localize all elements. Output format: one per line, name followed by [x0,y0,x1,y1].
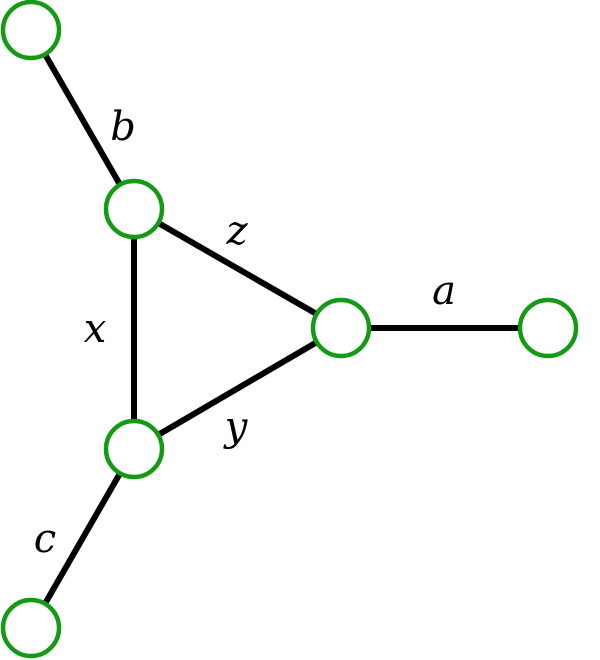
label-c: c [34,516,56,562]
edges [28,28,548,630]
label-x: x [84,306,107,352]
label-b: b [110,104,136,150]
edge-c [28,447,137,630]
edge-b [28,28,137,211]
label-y: y [223,404,249,450]
label-z: z [225,208,248,254]
edge-labels: b z a x y c [34,104,456,562]
node-inner-xc [103,418,165,480]
edge-z [132,206,343,331]
node-outer-b [0,0,62,61]
node-inner-a [310,297,372,359]
nodes [0,0,579,659]
node-outer-c [0,597,62,659]
label-a: a [432,268,456,314]
node-inner-bx [103,178,165,240]
node-outer-a [517,297,579,359]
edge-y [132,325,343,452]
